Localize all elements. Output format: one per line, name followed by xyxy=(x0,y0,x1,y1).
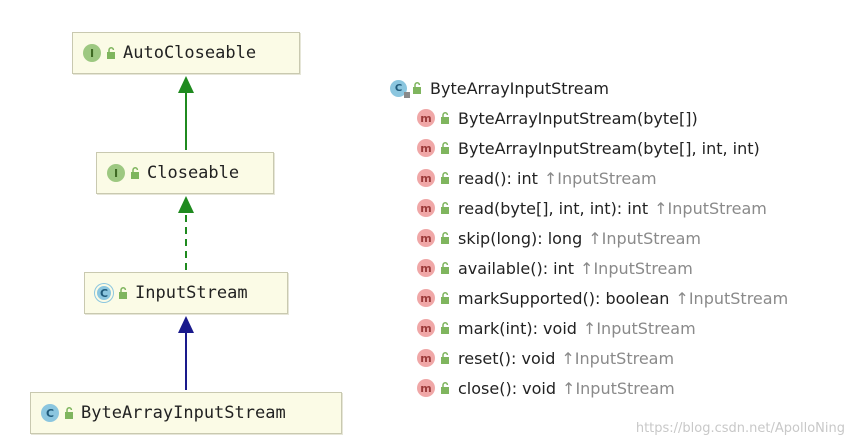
member-item[interactable]: m markSupported(): boolean↑InputStream xyxy=(390,283,830,313)
member-signature: close(): void xyxy=(458,378,557,398)
member-item[interactable]: m reset(): void↑InputStream xyxy=(390,343,830,373)
member-item[interactable]: m close(): void↑InputStream xyxy=(390,373,830,403)
member-item[interactable]: m ByteArrayInputStream(byte[], int, int) xyxy=(390,133,830,163)
member-inherited-from: ↑InputStream xyxy=(654,198,767,218)
member-inherited-from: ↑InputStream xyxy=(543,168,657,188)
class-badge-icon: C xyxy=(41,404,59,422)
method-badge-icon: m xyxy=(417,319,435,337)
arrowhead-autocloseable xyxy=(178,76,194,93)
method-badge-icon: m xyxy=(417,169,435,187)
class-name: ByteArrayInputStream xyxy=(430,78,609,98)
member-signature: mark(int): void xyxy=(458,318,577,338)
pin-icon xyxy=(404,92,410,98)
unlock-icon xyxy=(441,232,449,244)
unlock-icon xyxy=(413,82,421,94)
unlock-icon xyxy=(441,172,449,184)
unlock-icon xyxy=(65,407,73,419)
member-item[interactable]: m read(byte[], int, int): int↑InputStream xyxy=(390,193,830,223)
member-signature: reset(): void xyxy=(458,348,556,368)
member-inherited-from: ↑InputStream xyxy=(675,288,789,308)
member-item[interactable]: m available(): int↑InputStream xyxy=(390,253,830,283)
member-signature: skip(long): long xyxy=(458,228,583,248)
unlock-icon xyxy=(131,167,139,179)
arrowhead-closeable xyxy=(178,196,194,213)
unlock-icon xyxy=(441,292,449,304)
member-inherited-from: ↑InputStream xyxy=(561,348,675,368)
member-item[interactable]: m ByteArrayInputStream(byte[]) xyxy=(390,103,830,133)
unlock-icon xyxy=(107,47,115,59)
member-signature: ByteArrayInputStream(byte[], int, int) xyxy=(458,138,760,158)
method-badge-icon: m xyxy=(417,259,435,277)
unlock-icon xyxy=(441,322,449,334)
member-signature: markSupported(): boolean xyxy=(458,288,670,308)
watermark: https://blog.csdn.net/ApolloNing xyxy=(635,421,845,436)
interface-badge-icon: I xyxy=(107,164,125,182)
arrowhead-inputstream xyxy=(178,316,194,333)
node-label: ByteArrayInputStream xyxy=(81,403,286,423)
unlock-icon xyxy=(441,202,449,214)
node-label: Closeable xyxy=(147,163,240,183)
interface-badge-icon: I xyxy=(83,44,101,62)
member-inherited-from: ↑InputStream xyxy=(588,228,701,248)
method-badge-icon: m xyxy=(417,379,435,397)
unlock-icon xyxy=(441,382,449,394)
node-label: InputStream xyxy=(135,283,248,303)
member-item[interactable]: m read(): int↑InputStream xyxy=(390,163,830,193)
member-signature: available(): int xyxy=(458,258,575,278)
method-badge-icon: m xyxy=(417,139,435,157)
method-badge-icon: m xyxy=(417,229,435,247)
member-inherited-from: ↑InputStream xyxy=(562,378,675,398)
class-header[interactable]: C ByteArrayInputStream xyxy=(390,76,830,100)
unlock-icon xyxy=(441,112,449,124)
unlock-icon xyxy=(441,142,449,154)
node-inputstream[interactable]: C InputStream xyxy=(84,272,288,314)
node-bytearrayinputstream[interactable]: C ByteArrayInputStream xyxy=(30,392,342,434)
unlock-icon xyxy=(441,352,449,364)
method-badge-icon: m xyxy=(417,109,435,127)
method-badge-icon: m xyxy=(417,349,435,367)
node-label: AutoCloseable xyxy=(123,43,257,63)
member-signature: ByteArrayInputStream(byte[]) xyxy=(458,108,698,128)
unlock-icon xyxy=(441,262,449,274)
unlock-icon xyxy=(119,287,127,299)
member-inherited-from: ↑InputStream xyxy=(580,258,693,278)
member-signature: read(): int xyxy=(458,168,538,188)
member-signature: read(byte[], int, int): int xyxy=(458,198,649,218)
node-autocloseable[interactable]: I AutoCloseable xyxy=(72,32,300,74)
member-item[interactable]: m mark(int): void↑InputStream xyxy=(390,313,830,343)
node-closeable[interactable]: I Closeable xyxy=(96,152,274,194)
method-badge-icon: m xyxy=(417,199,435,217)
member-inherited-from: ↑InputStream xyxy=(582,318,696,338)
class-badge-icon: C xyxy=(390,79,407,97)
method-badge-icon: m xyxy=(417,289,435,307)
member-item[interactable]: m skip(long): long↑InputStream xyxy=(390,223,830,253)
abstract-class-badge-icon: C xyxy=(95,284,113,302)
